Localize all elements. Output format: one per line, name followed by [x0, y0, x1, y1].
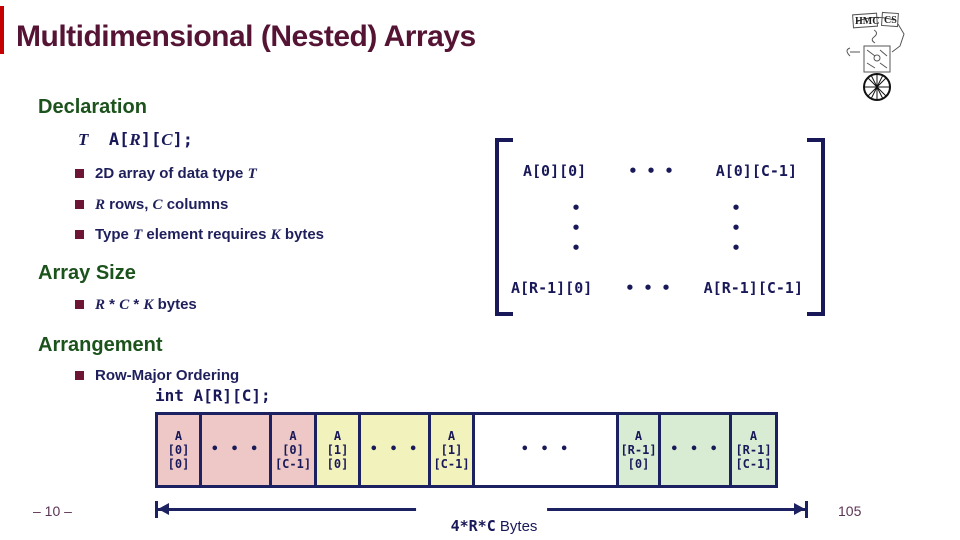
hmc-cs-logo: HMC CS — [846, 11, 905, 101]
bullet-text: Row-Major Ordering — [95, 367, 239, 384]
text-segment: A[ — [108, 130, 130, 150]
size-label: 4*R*C Bytes — [415, 500, 548, 540]
variable-name: C — [119, 297, 130, 313]
variable-name: T — [133, 227, 143, 243]
bullet-square-icon — [75, 230, 84, 239]
vertical-dots-right: • • • — [731, 199, 741, 257]
bullet-item: Type T element requires K bytes — [75, 226, 324, 244]
bullet-item: R * C * K bytes — [75, 296, 197, 314]
memory-cell: A [R-1] [0] — [616, 412, 661, 488]
text-segment: rows, — [105, 196, 153, 213]
slide-number-left: – 10 – — [33, 503, 72, 519]
memory-cell-ellipsis: • • • — [199, 412, 272, 488]
text-segment: bytes — [153, 296, 197, 313]
matrix-cell-bottom-left: A[R-1][0] — [511, 279, 593, 297]
text-segment — [88, 130, 108, 150]
text-segment: Row-Major Ordering — [95, 367, 240, 384]
matrix-bracket-right — [807, 138, 825, 316]
variable-name: C — [161, 130, 173, 149]
arrow-tick-right — [805, 501, 808, 518]
variable-name: R — [95, 197, 106, 213]
text-segment: ][ — [140, 130, 162, 150]
text-segment: * — [129, 296, 144, 313]
matrix-cell-top-right: A[0][C-1] — [715, 162, 797, 180]
bullet-text: Type T element requires K bytes — [95, 226, 324, 244]
bullet-square-icon — [75, 169, 84, 178]
matrix-cell-top-left: A[0][0] — [523, 162, 587, 180]
variable-name: R — [129, 130, 141, 149]
variable-name: K — [270, 227, 281, 243]
memory-cell: A [R-1] [C-1] — [729, 412, 778, 488]
matrix-bracket-left — [495, 138, 513, 316]
size-label-unit: Bytes — [495, 518, 538, 535]
memory-cell: A [0] [C-1] — [269, 412, 317, 488]
text-segment: ]; — [172, 130, 194, 150]
logo-text-cs: CS — [884, 15, 897, 26]
memory-cell-ellipsis: • • • — [658, 412, 732, 488]
bullet-item: R rows, C columns — [75, 196, 228, 214]
matrix-bottom-row: A[R-1][0] • • • A[R-1][C-1] — [495, 279, 825, 297]
text-segment: Type — [95, 226, 134, 243]
bullet-square-icon — [75, 300, 84, 309]
section-heading-array-size: Array Size — [38, 262, 136, 284]
variable-name: T — [247, 166, 257, 182]
memory-cell: A [1] [C-1] — [428, 412, 475, 488]
text-segment: columns — [162, 196, 229, 213]
bullet-item: 2D array of data type T — [75, 165, 257, 183]
matrix-diagram: A[0][0] • • • A[0][C-1] • • • • • • A[R-… — [495, 138, 825, 316]
bullet-square-icon — [75, 200, 84, 209]
text-segment: 2D array of data type — [95, 165, 248, 182]
slide-number-right: 105 — [838, 503, 862, 519]
variable-name: C — [152, 197, 163, 213]
banner-curve — [855, 16, 895, 23]
declaration-code: T A[R][C]; — [78, 130, 193, 150]
variable-name: T — [78, 130, 89, 149]
arrow-head-right-icon — [794, 503, 805, 515]
text-segment: element requires — [142, 226, 271, 243]
page-title: Multidimensional (Nested) Arrays — [16, 20, 476, 53]
memory-cell-ellipsis: • • • — [358, 412, 431, 488]
section-heading-declaration: Declaration — [38, 96, 147, 118]
bullet-square-icon — [75, 371, 84, 380]
squiggle — [871, 29, 877, 44]
size-label-code: 4*R*C — [450, 517, 496, 535]
vertical-dots-left: • • • — [571, 199, 581, 257]
size-dimension-arrow: 4*R*C Bytes — [155, 500, 808, 540]
handle-line — [846, 47, 860, 57]
memory-cell-ellipsis: • • • — [472, 412, 619, 488]
variable-name: R — [95, 297, 106, 313]
section-heading-arrangement: Arrangement — [38, 334, 163, 356]
arrow-tick-left — [155, 501, 158, 518]
title-accent-bar — [0, 6, 4, 54]
bullet-item: Row-Major Ordering — [75, 367, 239, 384]
matrix-top-row: A[0][0] • • • A[0][C-1] — [495, 162, 825, 180]
text-segment: bytes — [280, 226, 325, 243]
ellipsis-dots: • • • — [625, 279, 671, 297]
bullet-text: R rows, C columns — [95, 196, 228, 214]
matrix-cell-bottom-right: A[R-1][C-1] — [703, 279, 803, 297]
arrangement-code: int A[R][C]; — [155, 386, 271, 405]
ellipsis-dots: • • • — [628, 162, 674, 180]
text-segment: * — [105, 296, 120, 313]
bullet-text: 2D array of data type T — [95, 165, 257, 183]
memory-cell: A [1] [0] — [314, 412, 361, 488]
variable-name: K — [143, 297, 154, 313]
bullet-text: R * C * K bytes — [95, 296, 197, 314]
arm-line — [891, 23, 905, 53]
memory-row: A [0] [0]• • •A [0] [C-1]A [1] [0]• • •A… — [155, 412, 778, 488]
logo-text-hmc: HMC — [855, 16, 879, 27]
memory-cell: A [0] [0] — [155, 412, 202, 488]
arrow-head-left-icon — [158, 503, 169, 515]
